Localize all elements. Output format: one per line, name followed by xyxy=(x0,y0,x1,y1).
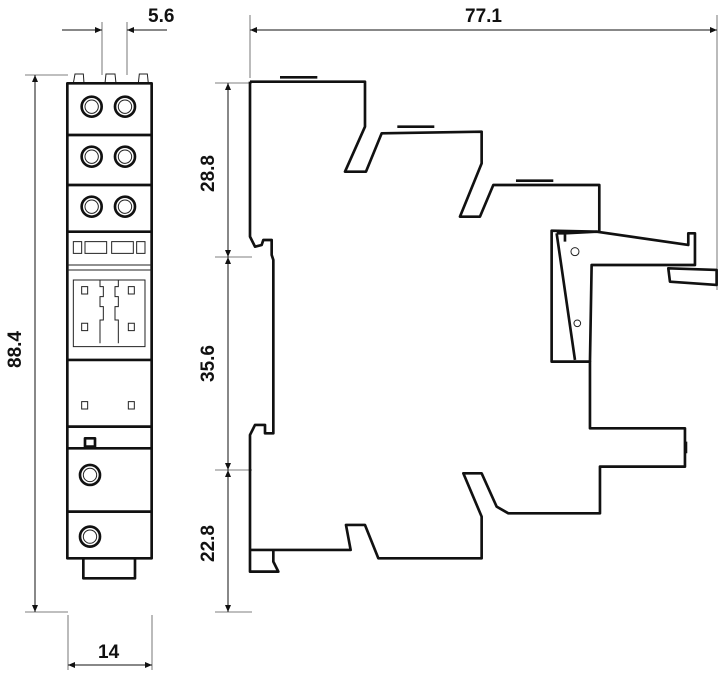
dimension-sections: 28.8 35.6 22.8 xyxy=(198,82,252,613)
dimension-width: 14 xyxy=(67,615,153,670)
dimension-label-22-8: 22.8 xyxy=(198,525,219,562)
dimension-label-88-4: 88.4 xyxy=(5,331,26,368)
dimension-depth: 77.1 xyxy=(249,6,718,290)
dimension-label-77-1: 77.1 xyxy=(465,6,502,27)
dimension-height: 88.4 xyxy=(5,74,68,613)
dimension-terminal-pitch: 5.6 xyxy=(62,6,174,75)
terminal-screws xyxy=(78,95,137,548)
dimension-label-28-8: 28.8 xyxy=(198,155,219,192)
dimension-label-14: 14 xyxy=(98,642,120,663)
side-view xyxy=(248,75,718,573)
front-view xyxy=(65,73,153,580)
dimension-label-5-6: 5.6 xyxy=(148,6,174,27)
dimension-label-35-6: 35.6 xyxy=(198,345,219,382)
